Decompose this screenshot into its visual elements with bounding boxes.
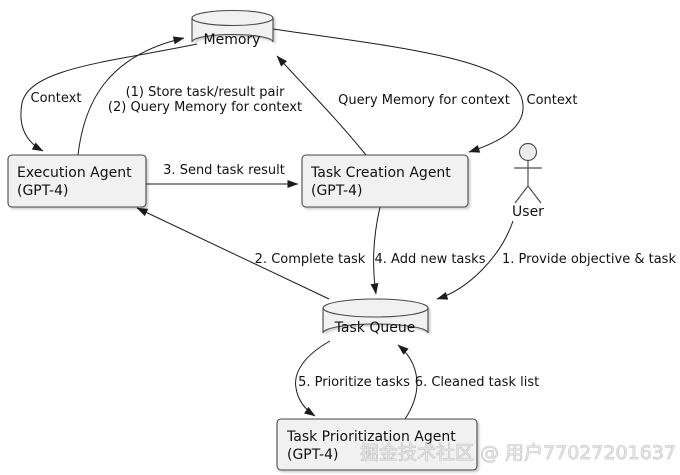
watermark-text: 掘金技术社区 @ 用户77027201637	[360, 442, 676, 464]
task-creation-agent-sublabel: (GPT-4)	[311, 183, 362, 199]
edge-label-context-left: Context	[31, 91, 82, 106]
edge-label-store-pair: (1) Store task/result pair	[126, 85, 286, 100]
user-body-icon	[514, 160, 542, 204]
user-label: User	[512, 204, 544, 220]
task-prioritization-agent-label: Task Prioritization Agent	[286, 429, 456, 445]
edge-add-new-tasks	[370, 206, 381, 295]
execution-agent-node: Execution Agent (GPT-4)	[7, 154, 147, 208]
edge-label-send-task-result: 3. Send task result	[163, 163, 285, 178]
edge-context-to-task-creation	[272, 28, 524, 153]
task-queue-node: Task Queue	[322, 298, 429, 336]
execution-agent-label: Execution Agent	[17, 165, 132, 181]
edge-label-cleaned-task-list: 6. Cleaned task list	[415, 375, 539, 390]
memory-cylinder-lid	[191, 17, 274, 27]
edge-label-provide-objective: 1. Provide objective & task	[502, 252, 676, 267]
memory-node: Memory	[191, 9, 274, 48]
edge-provide-objective	[436, 220, 514, 300]
task-creation-agent-box	[301, 154, 469, 208]
edge-label-query-memory: Query Memory for context	[338, 93, 510, 108]
edge-label-query-context: (2) Query Memory for context	[108, 100, 302, 115]
user-actor: User	[512, 142, 544, 220]
memory-cylinder	[191, 9, 274, 43]
task-queue-cylinder-lid	[322, 307, 429, 318]
edge-complete-task	[136, 207, 330, 300]
edge-label-complete-task: 2. Complete task	[255, 252, 366, 267]
edge-label-add-new-tasks: 4. Add new tasks	[375, 252, 486, 267]
edges	[20, 28, 524, 420]
execution-agent-sublabel: (GPT-4)	[17, 183, 68, 199]
edge-labels: Context (1) Store task/result pair (2) Q…	[31, 85, 677, 390]
task-prioritization-agent-box	[276, 418, 478, 471]
task-queue-cylinder	[322, 298, 429, 334]
execution-agent-box	[7, 154, 147, 208]
task-queue-label: Task Queue	[334, 320, 416, 336]
edge-label-context-right: Context	[527, 93, 578, 108]
task-creation-agent-node: Task Creation Agent (GPT-4)	[301, 154, 469, 208]
task-prioritization-agent-sublabel: (GPT-4)	[287, 447, 338, 463]
memory-label: Memory	[204, 32, 261, 48]
task-creation-agent-label: Task Creation Agent	[310, 165, 451, 181]
task-prioritization-agent-node: Task Prioritization Agent (GPT-4)	[276, 418, 478, 471]
edge-label-prioritize-tasks: 5. Prioritize tasks	[298, 375, 410, 390]
edge-store-and-query	[77, 36, 185, 156]
edge-cleaned-task-list	[397, 344, 418, 420]
user-head-icon	[518, 142, 538, 162]
edge-prioritize-tasks	[295, 340, 331, 417]
edge-query-memory	[276, 55, 367, 156]
